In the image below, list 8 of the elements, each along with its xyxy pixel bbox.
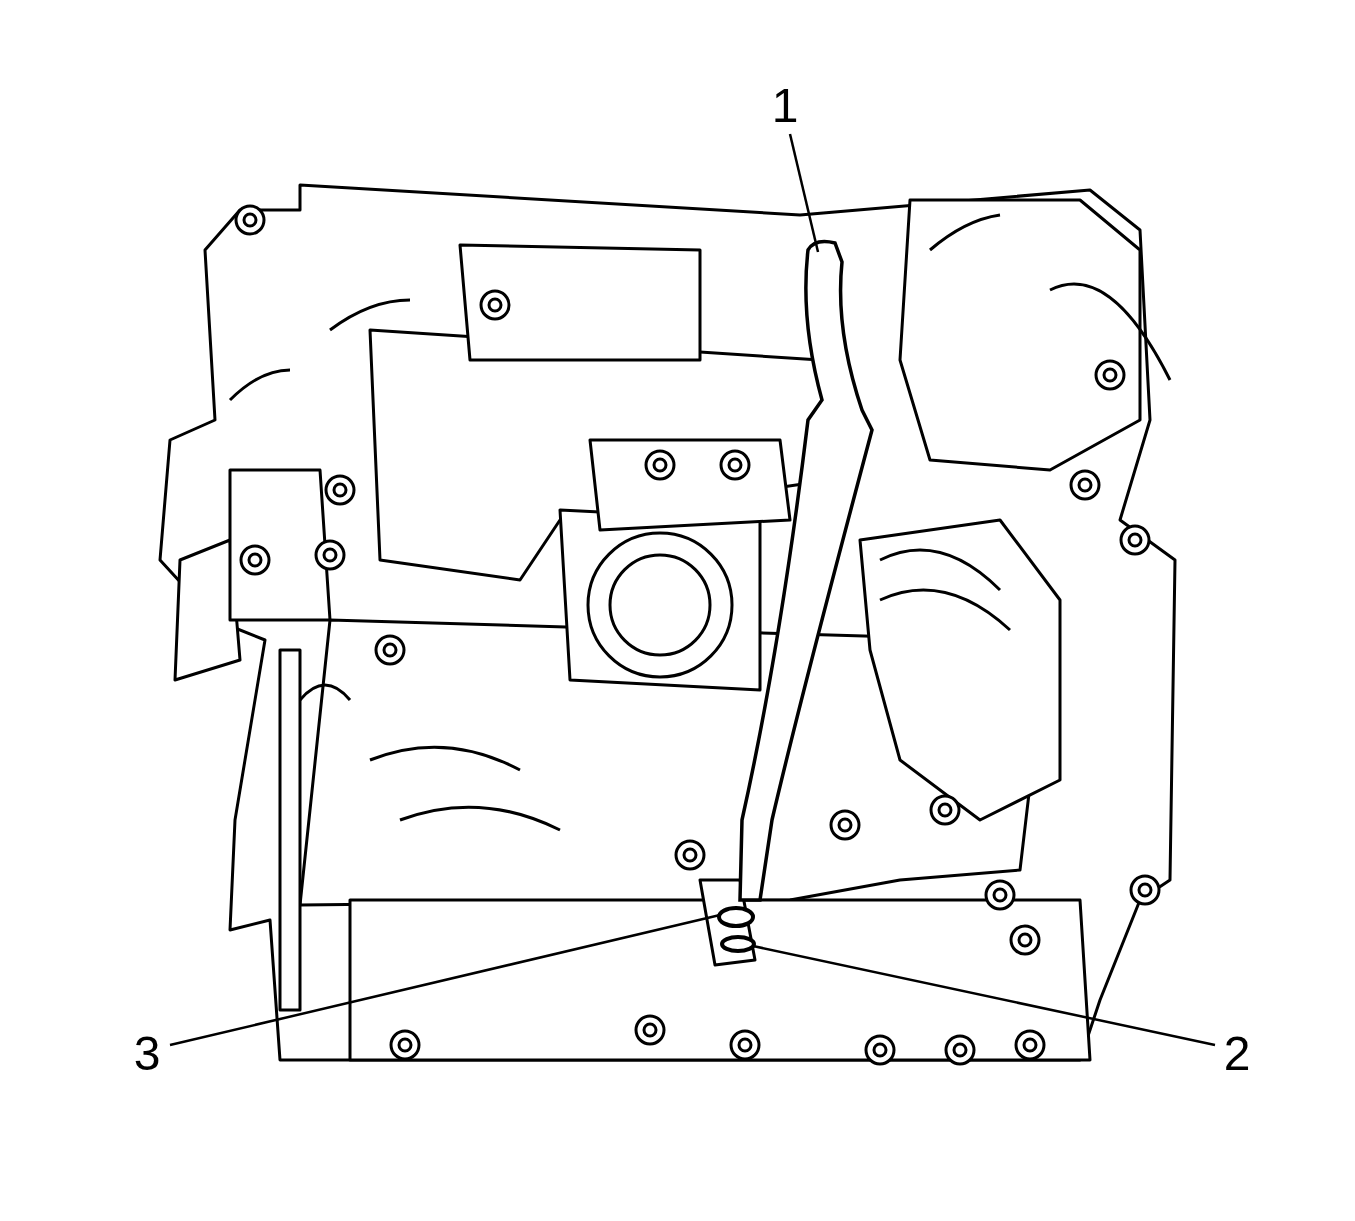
- leader-line: [788, 133, 820, 253]
- callout-number: 3: [122, 1030, 172, 1078]
- seal-ring-icon: [720, 935, 756, 953]
- callout-number: 1: [760, 82, 810, 130]
- leader-line: [169, 913, 721, 1047]
- leader-line: [752, 944, 1216, 1047]
- callout-number: 2: [1212, 1030, 1262, 1078]
- seal-ring-icon: [717, 906, 755, 928]
